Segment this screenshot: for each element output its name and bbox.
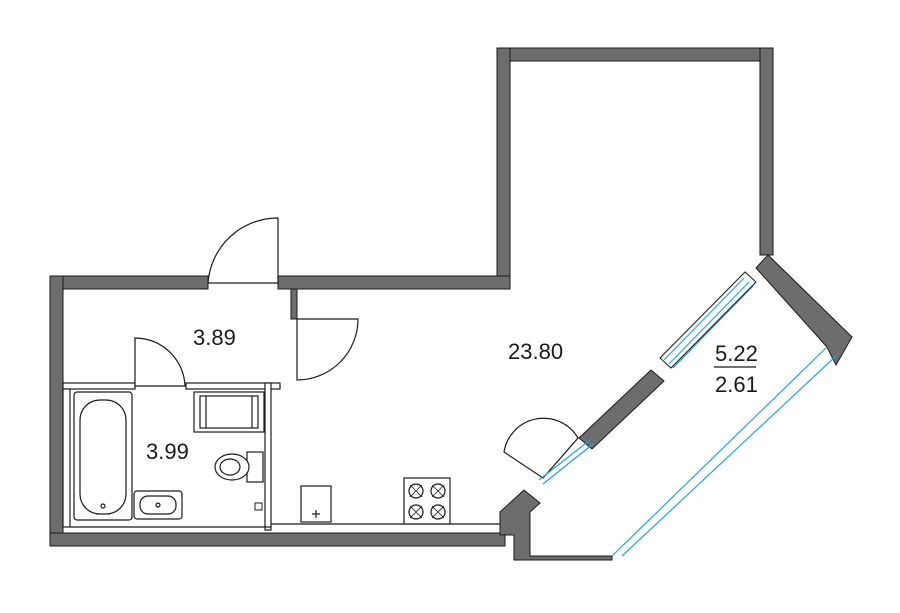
walls xyxy=(49,47,853,561)
wall-left xyxy=(49,275,64,547)
balcony-reduced-area-label: 2.61 xyxy=(715,372,758,397)
sink xyxy=(133,490,183,520)
bathtub xyxy=(73,391,133,521)
bathroom-door-swing xyxy=(134,337,186,387)
window-frames xyxy=(659,271,757,369)
studio-area-label: 23.80 xyxy=(508,339,563,364)
bathroom-partitions xyxy=(62,382,281,531)
wall-upper-left xyxy=(496,47,511,281)
bathroom-wall-inner-left xyxy=(62,388,71,528)
wall-top xyxy=(496,47,774,62)
balcony-door-swing xyxy=(503,417,579,479)
bathroom-wall-right xyxy=(264,382,272,531)
kitchen-sink xyxy=(300,485,332,523)
wall-diagonal-upper xyxy=(578,369,665,450)
glazing xyxy=(538,277,837,557)
doors xyxy=(134,217,579,479)
wall-upper-right xyxy=(759,47,774,256)
bathroom-area-label: 3.99 xyxy=(146,439,189,464)
wall-mid-right xyxy=(277,275,511,290)
bathroom-wall-top-right xyxy=(185,382,281,390)
balcony-area-label: 5.22 xyxy=(715,341,758,366)
wall-mid-left xyxy=(49,275,209,290)
drain-icon xyxy=(254,502,263,511)
wall-bottom xyxy=(49,532,506,547)
wall-balcony-corner xyxy=(755,254,853,367)
stove xyxy=(403,477,451,525)
partition-stub xyxy=(290,288,298,320)
entrance-door-swing-inner xyxy=(296,318,359,381)
washing-machine xyxy=(193,391,265,433)
toilet xyxy=(214,451,264,483)
wall-balcony-lower xyxy=(499,489,613,561)
hallway-area-label: 3.89 xyxy=(193,325,236,350)
entrance-door-swing-outer xyxy=(207,217,279,284)
bathroom-wall-top-left xyxy=(62,382,136,390)
